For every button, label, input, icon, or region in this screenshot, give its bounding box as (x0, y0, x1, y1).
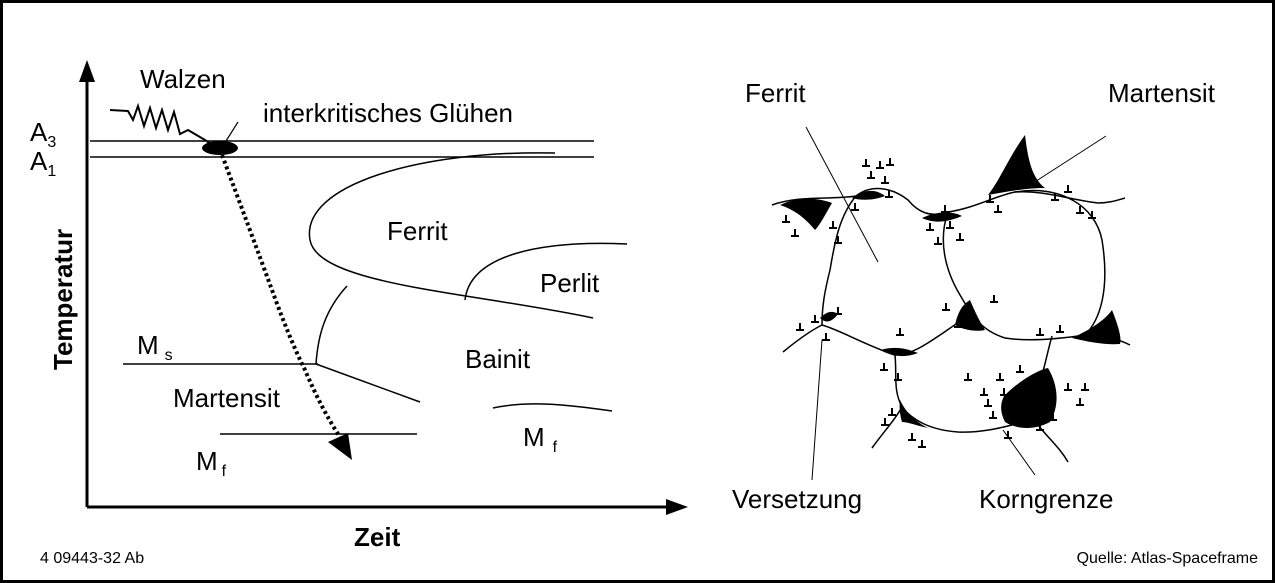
a3-label: A3 (30, 117, 56, 151)
ferrit-micro-label: Ferrit (745, 78, 806, 108)
bainit-curve (315, 285, 348, 365)
perlit-label: Perlit (540, 268, 600, 298)
martensit-island (899, 400, 928, 428)
grain-boundary-lower (894, 354, 1013, 433)
martensit-island (988, 135, 1045, 195)
perlit-curve (464, 242, 628, 301)
ferrit-label: Ferrit (387, 216, 448, 246)
bainit-label: Bainit (465, 344, 531, 374)
versetzung-label: Versetzung (732, 484, 862, 514)
martensit-island (820, 311, 838, 322)
grain-boundary-left (821, 195, 857, 326)
grain-boundary-lower-left (782, 319, 963, 356)
annealing-blob (202, 141, 238, 155)
grain-boundary-right (1014, 189, 1106, 336)
korngrenze-leader (1002, 429, 1036, 476)
martensit-island (1001, 368, 1057, 428)
walzen-label: Walzen (140, 64, 226, 94)
a1-label: A1 (30, 146, 56, 180)
ztu-diagram: Temperatur Zeit A3 A1 Walzen interkritis… (30, 60, 688, 552)
x-axis-label: Zeit (354, 522, 401, 552)
grain-boundary-bottom-left (871, 406, 903, 449)
martensit-island (922, 212, 962, 222)
cooling-arrow-icon (328, 433, 352, 460)
martensit-micro-label: Martensit (1108, 78, 1216, 108)
korngrenze-label: Korngrenze (979, 484, 1113, 514)
bainit-finish-line (315, 363, 421, 403)
martensit-island (1072, 310, 1121, 345)
martensit-leader (1029, 135, 1107, 186)
martensit-island (880, 347, 918, 357)
versetzung-leader (811, 339, 823, 481)
microstructure-diagram: Ferrit Martensit Versetzung Korngrenze (732, 78, 1216, 514)
ferrit-curve (308, 152, 594, 319)
ferrit-leader (805, 126, 879, 263)
interkritisch-label: interkritisches Glühen (263, 98, 513, 128)
y-axis-label: Temperatur (48, 229, 78, 370)
martensit-island (955, 300, 985, 331)
martensit-island (780, 198, 832, 230)
mf-right-curve (492, 403, 613, 412)
y-axis-arrow-icon (79, 60, 95, 82)
martensit-label: Martensit (173, 383, 281, 413)
source-credit: Quelle: Atlas-Spaceframe (1077, 550, 1259, 567)
rolling-path (109, 102, 215, 147)
cooling-path (220, 154, 342, 439)
x-axis-arrow-icon (666, 499, 688, 515)
annealing-pointer (225, 121, 239, 142)
figure-code: 4 09443-32 Ab (40, 550, 144, 567)
martensit-island (852, 190, 885, 200)
